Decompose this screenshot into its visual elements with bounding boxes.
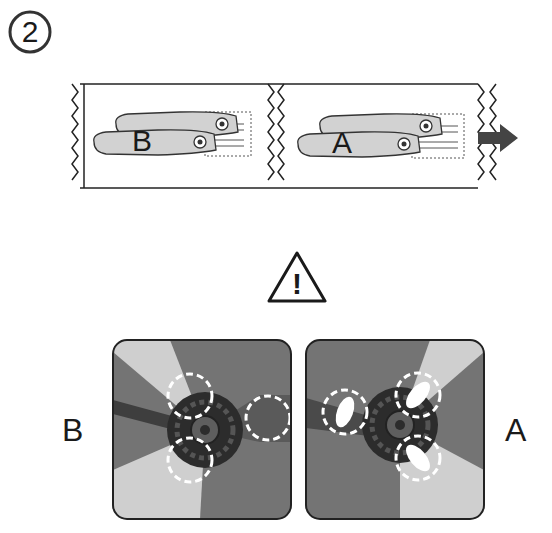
propeller-b: B (88, 106, 238, 162)
motor-label: B (62, 414, 83, 446)
propeller-a: A (292, 108, 442, 164)
packet-label (205, 112, 464, 158)
motor-photo-a (306, 340, 484, 519)
propeller-letter: B (132, 126, 152, 156)
node-outline (88, 106, 238, 162)
warning-sign: ! (266, 250, 328, 304)
warning-mark: ! (292, 269, 302, 299)
node-outline (292, 108, 442, 164)
step-number: 2 (8, 10, 52, 54)
packet-strip (72, 84, 496, 188)
pull-arrow (478, 124, 518, 152)
step-number: 2 (22, 17, 39, 47)
motor-label: A (505, 414, 526, 446)
propeller-letter: A (332, 128, 352, 158)
motor-photo-b (113, 340, 291, 519)
